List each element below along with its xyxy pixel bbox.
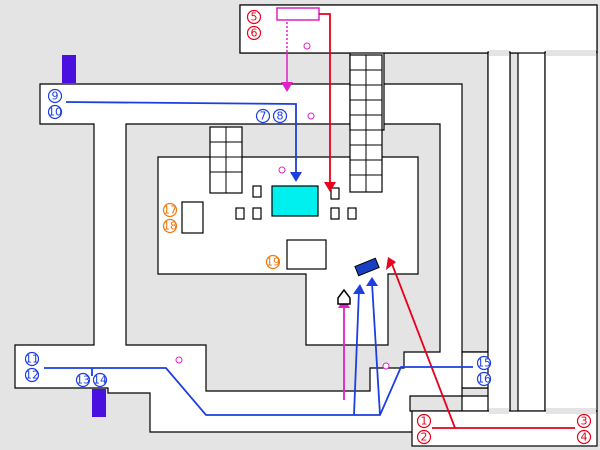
join-b bbox=[546, 50, 596, 56]
magenta-source-box bbox=[276, 7, 320, 21]
marker-13-label: 13 bbox=[76, 374, 90, 387]
entrance-block-top bbox=[62, 55, 76, 83]
house-pentagon-icon bbox=[337, 288, 351, 305]
corridor-inner-edge bbox=[125, 123, 441, 392]
marker-11-label: 11 bbox=[25, 353, 39, 366]
marker-17: 17 bbox=[162, 202, 178, 218]
marker-18-label: 18 bbox=[163, 220, 177, 233]
staircase-right bbox=[349, 54, 383, 193]
booth-17-18 bbox=[181, 201, 204, 234]
magenta-dot-3 bbox=[278, 166, 286, 174]
marker-3: 3 bbox=[576, 413, 592, 429]
cyan-display-screen bbox=[271, 185, 319, 217]
marker-4-label: 4 bbox=[581, 431, 588, 444]
right-corridor-outer bbox=[544, 51, 598, 412]
small-box-e bbox=[330, 207, 340, 220]
marker-10: 10 bbox=[47, 104, 63, 120]
small-box-c bbox=[252, 207, 262, 220]
marker-14: 14 bbox=[92, 372, 108, 388]
marker-16-label: 16 bbox=[477, 373, 491, 386]
marker-5: 5 bbox=[246, 9, 262, 25]
marker-6-label: 6 bbox=[251, 27, 258, 40]
marker-13: 13 bbox=[75, 372, 91, 388]
marker-3-label: 3 bbox=[581, 415, 588, 428]
marker-4: 4 bbox=[576, 429, 592, 445]
blue-block-icon bbox=[354, 257, 380, 277]
marker-11: 11 bbox=[24, 351, 40, 367]
marker-7-label: 7 bbox=[260, 110, 267, 123]
small-box-d bbox=[330, 187, 340, 200]
booth-19 bbox=[286, 239, 327, 270]
marker-5-label: 5 bbox=[251, 11, 258, 24]
marker-1-label: 1 bbox=[421, 415, 428, 428]
join-c bbox=[489, 408, 509, 414]
join-a bbox=[489, 50, 509, 56]
magenta-dot-4 bbox=[175, 356, 183, 364]
marker-16: 16 bbox=[476, 371, 492, 387]
marker-18: 18 bbox=[162, 218, 178, 234]
route-red bbox=[319, 13, 575, 429]
marker-7: 7 bbox=[255, 108, 271, 124]
marker-19: 19 bbox=[265, 254, 281, 270]
marker-8: 8 bbox=[272, 108, 288, 124]
marker-8-label: 8 bbox=[277, 110, 284, 123]
small-box-f bbox=[347, 207, 357, 220]
magenta-dot-1 bbox=[303, 42, 311, 50]
small-box-a bbox=[252, 185, 262, 198]
marker-6: 6 bbox=[246, 25, 262, 41]
marker-17-label: 17 bbox=[163, 204, 177, 217]
marker-12: 12 bbox=[24, 367, 40, 383]
marker-9: 9 bbox=[47, 88, 63, 104]
marker-14-label: 14 bbox=[93, 374, 107, 387]
marker-2: 2 bbox=[416, 429, 432, 445]
right-corridor-inner bbox=[487, 51, 511, 412]
marker-15: 15 bbox=[476, 355, 492, 371]
staircase-left bbox=[209, 126, 243, 194]
marker-9-label: 9 bbox=[52, 90, 59, 103]
join-d bbox=[546, 408, 596, 414]
magenta-dot-2 bbox=[307, 112, 315, 120]
marker-10-label: 10 bbox=[48, 106, 62, 119]
small-box-b bbox=[235, 207, 245, 220]
marker-19-label: 19 bbox=[266, 256, 280, 269]
entrance-block-bottom bbox=[92, 389, 106, 417]
marker-2-label: 2 bbox=[421, 431, 428, 444]
marker-1: 1 bbox=[416, 413, 432, 429]
route-blue bbox=[44, 101, 473, 416]
marker-15-label: 15 bbox=[477, 357, 491, 370]
marker-12-label: 12 bbox=[25, 369, 39, 382]
magenta-dot-5 bbox=[382, 362, 390, 370]
